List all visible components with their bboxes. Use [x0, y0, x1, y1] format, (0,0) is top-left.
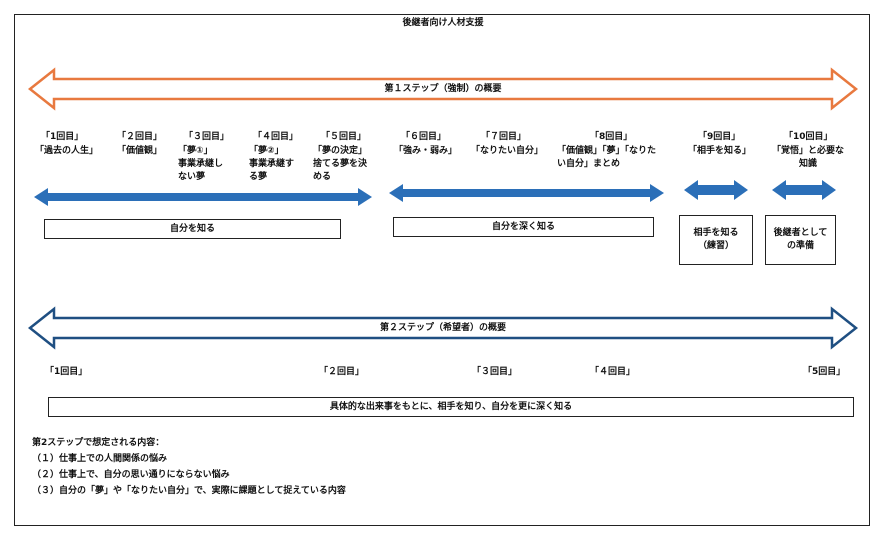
phase-arrow-1 [34, 188, 372, 206]
step1-session-desc: 「価値観」「夢」「なりた い自分」まとめ [557, 146, 657, 169]
step2-session-label: 「３回目」 [472, 367, 518, 377]
step1-session-label: 「10回目」 [784, 132, 833, 142]
step1-session-label: 「２回目」 [117, 132, 163, 142]
phase-arrow-3 [684, 180, 748, 200]
step1-session-label: 「４回目」 [253, 132, 299, 142]
step1-session-desc: 「価値観」 [117, 146, 163, 156]
step1-double-arrow [27, 67, 859, 111]
notes-item: （３）自分の「夢」や「なりたい自分」で、実際に課題として捉えている内容 [32, 486, 346, 496]
step1-session-desc: 「夢の決定」 捨てる夢を決 める [313, 146, 368, 182]
step2-session-label: 「２回目」 [319, 367, 365, 377]
step1-session-desc: 「過去の人生」 [35, 146, 99, 156]
step1-title: 第１ステップ（強制）の概要 [384, 84, 502, 94]
step1-session-label: 「9回目」 [698, 132, 741, 142]
step2-title: 第２ステップ（希望者）の概要 [379, 323, 506, 333]
phase-arrow-4 [772, 180, 836, 200]
phase-box-successor: 後継者として の準備 [765, 215, 836, 265]
step2-session-label: 「1回目」 [45, 367, 88, 377]
document-title: 後継者向け人材支援 [402, 18, 484, 28]
step2-double-arrow [27, 306, 859, 350]
notes-item: （２）仕事上で、自分の思い通りにならない悩み [32, 470, 230, 480]
notes-item: （１）仕事上での人間関係の悩み [32, 454, 168, 464]
step1-session-desc: 「夢①」 事業承継し ない夢 [178, 146, 224, 182]
step1-session-desc: 「強み・弱み」 [394, 146, 458, 156]
step1-session-label: 「３回目」 [184, 132, 230, 142]
step1-session-label: 「７回目」 [481, 132, 527, 142]
step2-session-label: 「４回目」 [590, 367, 636, 377]
step1-session-desc: 「覚悟」と必要な 知識 [771, 146, 844, 169]
step2-session-label: 「5回目」 [803, 367, 846, 377]
step2-summary-box: 具体的な出来事をもとに、相手を知り、自分を更に深く知る [48, 397, 854, 417]
phase-box-self: 自分を知る [44, 219, 341, 239]
step1-session-desc: 「相手を知る」 [688, 146, 752, 156]
step1-session-label: 「8回目」 [590, 132, 633, 142]
phase-arrow-2 [389, 184, 664, 202]
step1-session-label: 「1回目」 [41, 132, 84, 142]
phase-box-others: 相手を知る （練習） [679, 215, 753, 265]
notes-heading: 第2ステップで想定される内容： [32, 438, 165, 448]
phase-box-self-deep: 自分を深く知る [393, 217, 654, 237]
step1-session-label: 「６回目」 [401, 132, 447, 142]
step1-session-label: 「５回目」 [321, 132, 367, 142]
step1-session-desc: 「夢②」 事業承継す る夢 [249, 146, 295, 182]
step1-session-desc: 「なりたい自分」 [471, 146, 544, 156]
